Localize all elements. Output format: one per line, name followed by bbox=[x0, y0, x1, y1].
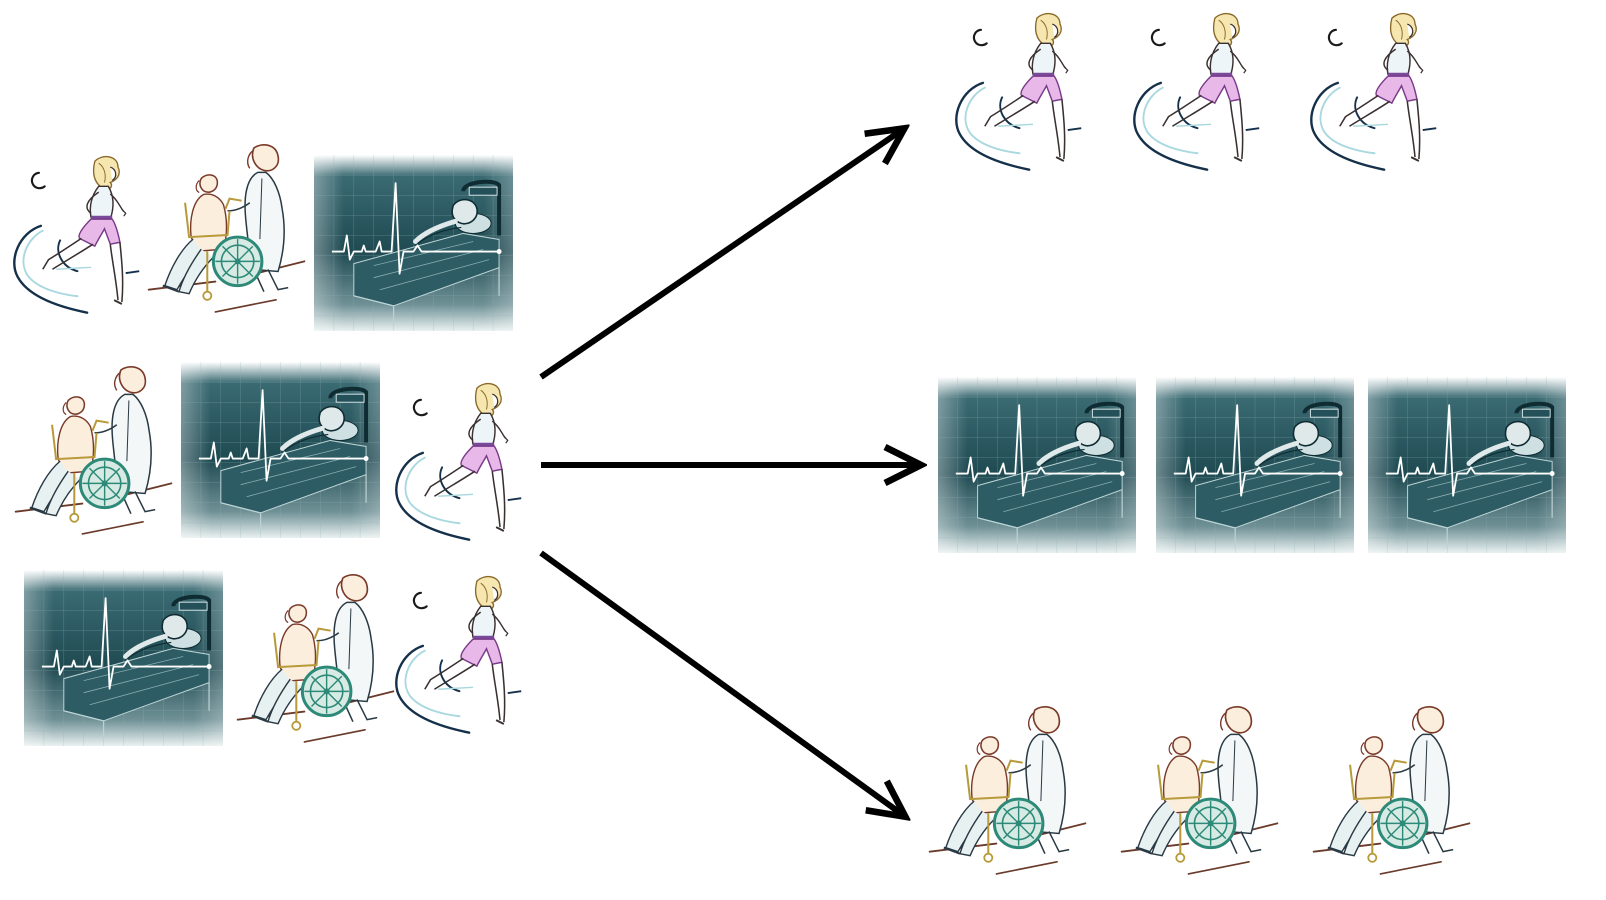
target-hospital-bed-icon bbox=[938, 377, 1136, 553]
target-wheelchair-icon bbox=[1116, 700, 1281, 882]
target-runner-icon bbox=[1307, 5, 1442, 180]
arrow-to-wheelchairs bbox=[539, 550, 903, 815]
target-runner-icon bbox=[1130, 5, 1265, 180]
arrow-to-runners bbox=[539, 130, 902, 380]
target-hospital-bed-icon bbox=[1368, 377, 1566, 553]
target-wheelchair-icon bbox=[924, 700, 1089, 882]
target-hospital-bed-icon bbox=[1156, 377, 1354, 553]
target-wheelchair-icon bbox=[1308, 700, 1473, 882]
target-runner-icon bbox=[952, 5, 1087, 180]
